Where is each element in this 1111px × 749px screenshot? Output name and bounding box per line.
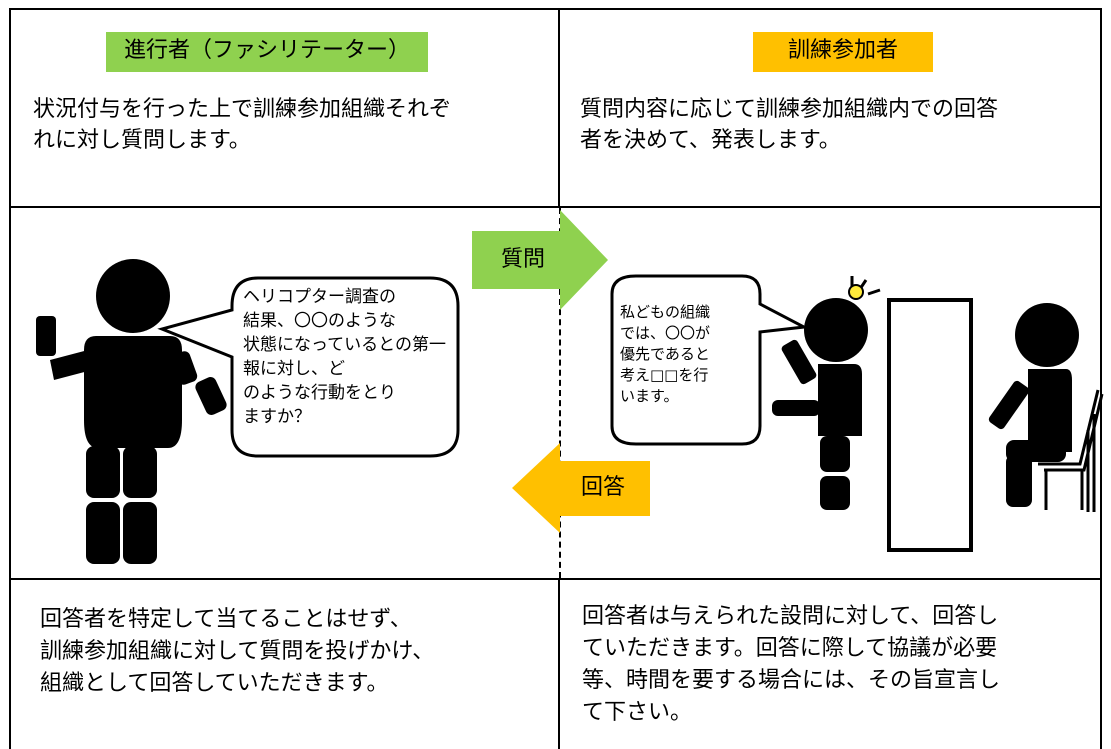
- row-divider-bottom: [9, 578, 1102, 580]
- participant-speech-bubble: [610, 274, 810, 446]
- column-divider-dashed: [559, 208, 561, 578]
- lightbulb-icon: [848, 284, 864, 300]
- row-divider-top: [9, 206, 1102, 208]
- facilitator-label: 進行者（ファシリテーター）: [106, 32, 428, 72]
- facilitator-speech-bubble: [157, 276, 460, 458]
- chair-icon: [1038, 389, 1104, 512]
- right-border: [1100, 8, 1102, 749]
- top-border: [9, 8, 1102, 10]
- left-border: [9, 8, 11, 749]
- seated-figure-icon: [988, 303, 1079, 507]
- answer-arrow: [512, 443, 650, 533]
- facilitator-figure-icon: [36, 259, 227, 564]
- responder-figure-icon: [772, 276, 881, 510]
- column-divider-bottom: [558, 578, 560, 749]
- facilitator-description: 状況付与を行った上で訓練参加組織それぞ れに対し質問します。: [33, 97, 452, 153]
- board-icon: [887, 298, 973, 552]
- participant-note: 回答者は与えられた設問に対して、回答し ていただきます。回答に際して協議が必要 …: [582, 604, 1001, 725]
- question-arrow-label: 質問: [500, 247, 545, 272]
- answer-arrow-label: 回答: [580, 475, 625, 500]
- participant-speech-text: 私どもの組織 では、〇〇が 優先であると 考え□□を行 います。: [620, 303, 711, 405]
- participant-label: 訓練参加者: [753, 32, 933, 72]
- facilitator-note: 回答者を特定して当てることはせず、 訓練参加組織に対して質問を投げかけ、 組織と…: [40, 607, 435, 696]
- question-arrow: [472, 210, 608, 310]
- column-divider-top: [558, 8, 560, 208]
- participant-description: 質問内容に応じて訓練参加組織内での回答 者を決めて、発表します。: [580, 97, 999, 153]
- facilitator-speech-text: ヘリコプター調査の 結果、〇〇のような 状態になっているとの第一報に対し、ど の…: [243, 287, 446, 427]
